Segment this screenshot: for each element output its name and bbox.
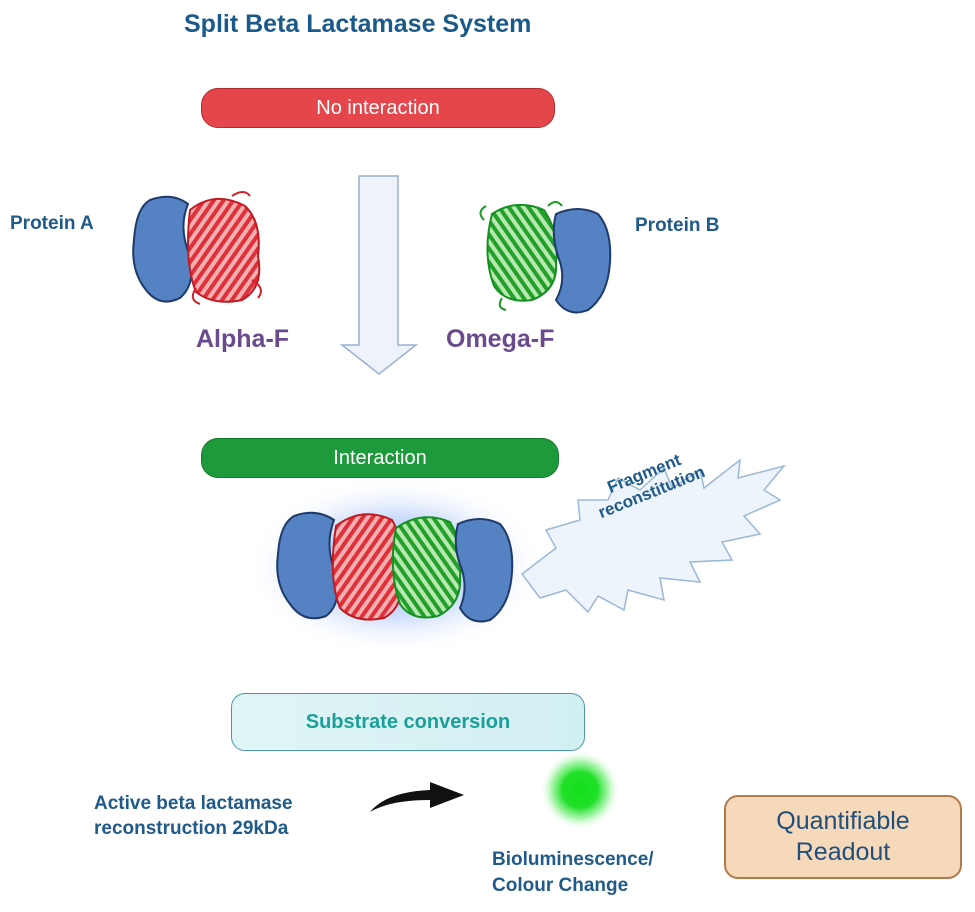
omega-protein-b-complex (479, 201, 612, 314)
alpha-f-label: Alpha-F (196, 325, 290, 353)
alpha-fragment (187, 198, 261, 303)
quantifiable-readout-box: Quantifiable Readout (724, 795, 962, 879)
readout-line-2: Readout (795, 838, 891, 866)
diagram-title: Split Beta Lactamase System (184, 10, 532, 38)
omega-fragment-bottom (391, 516, 462, 619)
protein-a-label: Protein A (10, 213, 94, 234)
readout-line-1: Quantifiable (776, 807, 910, 835)
curved-arrow (370, 782, 464, 812)
alpha-fragment-bottom (331, 513, 403, 621)
no-interaction-pill: No interaction (201, 88, 555, 128)
green-glow (540, 750, 620, 830)
signal-line-2: Colour Change (492, 875, 629, 896)
reconstituted-complex (276, 511, 514, 623)
active-line-2: reconstruction 29kDa (94, 818, 289, 839)
no-interaction-label: No interaction (316, 96, 440, 119)
substrate-conversion-label: Substrate conversion (305, 710, 511, 733)
protein-a-alpha-complex (132, 191, 262, 305)
protein-a-blob (132, 195, 193, 303)
interaction-pill: Interaction (201, 438, 559, 478)
interaction-label: Interaction (333, 446, 427, 469)
reconstitution-burst (520, 458, 787, 614)
protein-a-blob-bottom (276, 511, 339, 620)
substrate-conversion-box: Substrate conversion (231, 693, 585, 751)
signal-line-1: Bioluminescence/ (492, 849, 654, 870)
active-line-1: Active beta lactamase (94, 793, 293, 814)
down-arrow (339, 175, 419, 375)
protein-b-label: Protein B (635, 215, 720, 236)
active-beta-lactamase-text: Active beta lactamase reconstruction 29k… (94, 791, 293, 841)
omega-f-label: Omega-F (446, 325, 555, 353)
bioluminescence-text: Bioluminescence/ Colour Change (492, 847, 654, 899)
protein-b-blob-bottom (454, 518, 514, 623)
protein-b-blob (552, 208, 612, 314)
omega-fragment (486, 203, 558, 302)
